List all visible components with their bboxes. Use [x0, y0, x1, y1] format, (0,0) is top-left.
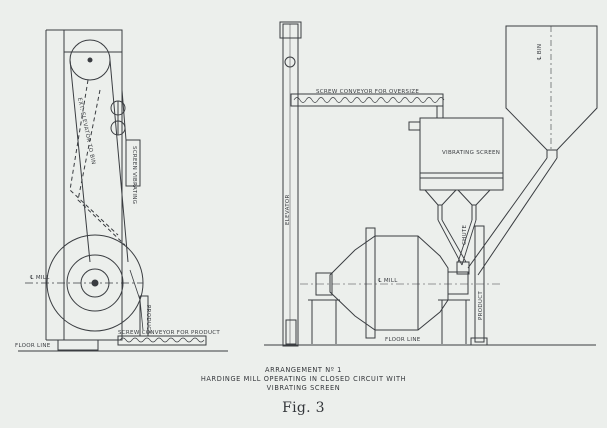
left-elevation — [18, 30, 228, 351]
elevator-column — [283, 24, 298, 346]
bin-hopper — [506, 26, 597, 150]
label-floor-right: FLOOR LINE — [385, 337, 421, 343]
feed-chute — [468, 158, 557, 275]
elevator-casing — [64, 30, 122, 340]
label-floor-left: FLOOR LINE — [15, 343, 51, 349]
caption-line-1: ARRANGEMENT Nº 1 — [0, 366, 607, 375]
foundation-left — [312, 300, 336, 344]
caption-line-3: VIBRATING SCREEN — [0, 384, 607, 393]
figure-label: Fig. 3 — [0, 400, 607, 416]
right-arrangement — [264, 22, 597, 346]
caption-line-2: HARDINGE MILL OPERATING IN CLOSED CIRCUI… — [0, 375, 607, 384]
label-conveyor-oversize: SCREW CONVEYOR FOR OVERSIZE — [316, 89, 419, 95]
label-chute: CHUTE — [462, 224, 468, 245]
label-mill-left: ℄ MILL — [30, 274, 50, 281]
label-conveyor-product: SCREW CONVEYOR FOR PRODUCT — [118, 330, 220, 336]
hardinge-mill — [300, 228, 500, 338]
label-product-right: PRODUCT — [478, 291, 484, 320]
foundation-right — [442, 300, 466, 344]
label-product-left: PRODUCT — [145, 305, 151, 334]
label-vibrating-screen: VIBRATING SCREEN — [442, 150, 500, 156]
label-screen-left: SCREEN VIBRATING — [131, 146, 137, 204]
label-elevator-right: ELEVATOR — [285, 194, 291, 225]
label-mill-right: ℄ MILL — [378, 277, 398, 284]
label-bin: ℄ BIN — [536, 44, 543, 60]
